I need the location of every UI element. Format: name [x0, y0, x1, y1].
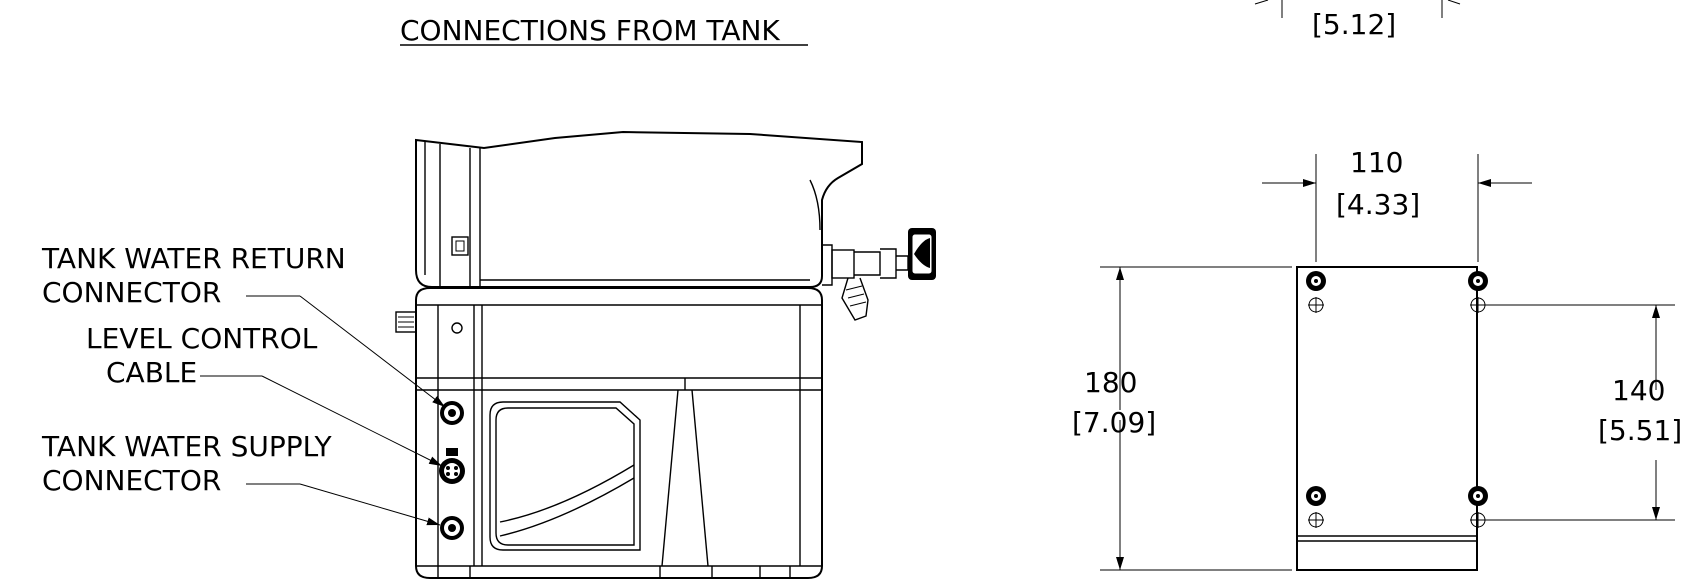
supply-connector [440, 516, 464, 540]
height-dimension-mm: 180 [1084, 366, 1137, 399]
top-dimension-inch: [5.12] [1312, 8, 1396, 41]
width-dimension-inch: [4.33] [1336, 188, 1420, 221]
height-dimension-inch: [7.09] [1072, 406, 1156, 439]
return-connector [440, 401, 464, 425]
spacing-dimension-inch: [5.51] [1598, 414, 1682, 447]
supply-label-line1: TANK WATER SUPPLY [41, 430, 332, 463]
level-label-line1: LEVEL CONTROL [86, 322, 318, 355]
callout-return: TANK WATER RETURN CONNECTOR [41, 242, 446, 408]
mounting-plate-view: 110 [4.33] 180 [7.09] 140 [5.51] [1072, 146, 1682, 571]
return-label-line2: CONNECTOR [42, 276, 221, 309]
width-dimension-mm: 110 [1350, 146, 1403, 179]
callout-supply: TANK WATER SUPPLY CONNECTOR [41, 430, 441, 526]
level-label-line2: CABLE [106, 356, 197, 389]
supply-label-line2: CONNECTOR [42, 464, 221, 497]
drawing-title: CONNECTIONS FROM TANK [400, 14, 780, 47]
drain-valve [822, 228, 936, 321]
return-label-line1: TANK WATER RETURN [41, 242, 346, 275]
level-cable-connector [439, 448, 465, 484]
callout-level: LEVEL CONTROL CABLE [86, 322, 443, 467]
tank-side-view [395, 130, 936, 579]
top-partial-dimension: [5.12] [1254, 0, 1461, 41]
spacing-dimension-mm: 140 [1612, 374, 1665, 407]
